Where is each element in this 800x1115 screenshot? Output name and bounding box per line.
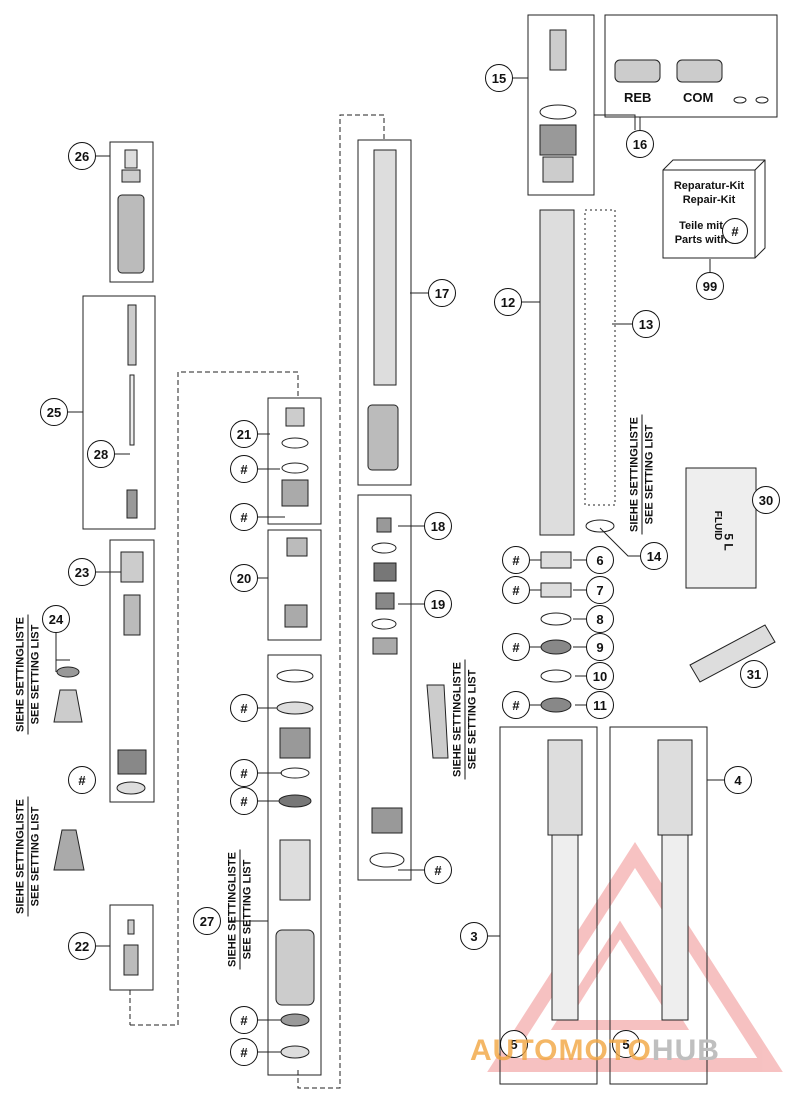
callout-3[interactable]: 3 (460, 922, 488, 950)
frame-25 (82, 295, 156, 530)
callout-21[interactable]: 21 (230, 420, 258, 448)
callout-28[interactable]: 28 (87, 440, 115, 468)
callout-12[interactable]: 12 (494, 288, 522, 316)
frame-23 (109, 539, 155, 803)
callout-hash-27b[interactable]: # (230, 759, 258, 787)
watermark-text: AUTOMOTOHUB (470, 1034, 720, 1068)
callout-6[interactable]: 6 (586, 546, 614, 574)
frame-3 (499, 726, 598, 1085)
callout-18[interactable]: 18 (424, 512, 452, 540)
see-label: SEE SETTING LIST (466, 669, 479, 770)
callout-17[interactable]: 17 (428, 279, 456, 307)
siehe-label: SIEHE SETTINGLISTE (13, 796, 29, 917)
setting-list-label-24: SIEHE SETTINGLISTE SEE SETTING LIST (13, 614, 43, 735)
callout-10[interactable]: 10 (586, 662, 614, 690)
frame-19 (357, 494, 412, 881)
kit-hash-badge: # (722, 218, 748, 244)
callout-8[interactable]: 8 (586, 605, 614, 633)
callout-20[interactable]: 20 (230, 564, 258, 592)
kit-line-4: Parts with (674, 234, 728, 246)
callout-hash-27e[interactable]: # (230, 1038, 258, 1066)
frame-27 (267, 654, 322, 1076)
callout-5a[interactable]: 5 (500, 1030, 528, 1058)
frame-26 (109, 141, 154, 283)
frame-21 (267, 397, 322, 525)
frame-15 (527, 14, 595, 196)
reb-label: REB (624, 90, 652, 105)
callout-hash-11[interactable]: # (502, 691, 530, 719)
setting-list-label-22: SIEHE SETTINGLISTE SEE SETTING LIST (13, 796, 43, 917)
callout-16[interactable]: 16 (626, 130, 654, 158)
callout-15[interactable]: 15 (485, 64, 513, 92)
frame-4 (609, 726, 708, 1085)
callout-31[interactable]: 31 (740, 660, 768, 688)
callout-13[interactable]: 13 (632, 310, 660, 338)
siehe-label: SIEHE SETTINGLISTE (627, 414, 643, 535)
callout-hash-19[interactable]: # (424, 856, 452, 884)
callout-4[interactable]: 4 (724, 766, 752, 794)
watermark-part-1: AUTOMOTO (470, 1034, 652, 1067)
watermark-part-2: HUB (651, 1034, 720, 1067)
kit-line-1: Reparatur-Kit (673, 180, 745, 192)
callout-hash-27c[interactable]: # (230, 787, 258, 815)
frame-16 (604, 14, 778, 118)
callout-11[interactable]: 11 (586, 691, 614, 719)
frame-17 (357, 139, 412, 486)
callout-25[interactable]: 25 (40, 398, 68, 426)
see-label: SEE SETTING LIST (643, 424, 656, 525)
callout-7[interactable]: 7 (586, 576, 614, 604)
callout-22[interactable]: 22 (68, 932, 96, 960)
siehe-label: SIEHE SETTINGLISTE (13, 614, 29, 735)
callout-hash-27d[interactable]: # (230, 1006, 258, 1034)
dashed-connector (130, 114, 385, 1089)
frame-22 (109, 904, 154, 991)
siehe-label: SIEHE SETTINGLISTE (225, 849, 241, 970)
setting-list-label-14: SIEHE SETTINGLISTE SEE SETTING LIST (627, 414, 657, 535)
fluid-can-text-2: 5 L (721, 533, 736, 551)
repair-kit-label: Reparatur-Kit Repair-Kit Teile mit Parts… (663, 160, 755, 258)
callout-14[interactable]: 14 (640, 542, 668, 570)
kit-line-2: Repair-Kit (682, 194, 736, 206)
frame-20 (267, 529, 322, 641)
callout-23[interactable]: 23 (68, 558, 96, 586)
callout-24[interactable]: 24 (42, 605, 70, 633)
see-label: SEE SETTING LIST (241, 859, 254, 960)
callout-hash-6[interactable]: # (502, 546, 530, 574)
see-label: SEE SETTING LIST (29, 806, 42, 907)
callout-hash-27a[interactable]: # (230, 694, 258, 722)
callout-99[interactable]: 99 (696, 272, 724, 300)
callout-19[interactable]: 19 (424, 590, 452, 618)
callout-26[interactable]: 26 (68, 142, 96, 170)
callout-27[interactable]: 27 (193, 907, 221, 935)
callout-hash-7[interactable]: # (502, 576, 530, 604)
callout-5b[interactable]: 5 (612, 1030, 640, 1058)
callout-hash-21b[interactable]: # (230, 503, 258, 531)
callout-hash-9[interactable]: # (502, 633, 530, 661)
callout-hash-23[interactable]: # (68, 766, 96, 794)
callout-hash-21a[interactable]: # (230, 455, 258, 483)
setting-list-label-27: SIEHE SETTINGLISTE SEE SETTING LIST (225, 849, 255, 970)
siehe-label: SIEHE SETTINGLISTE (450, 659, 466, 780)
kit-line-3: Teile mit (679, 220, 723, 232)
callout-9[interactable]: 9 (586, 633, 614, 661)
com-label: COM (683, 90, 714, 105)
see-label: SEE SETTING LIST (29, 624, 42, 725)
setting-list-label-19: SIEHE SETTINGLISTE SEE SETTING LIST (450, 659, 480, 780)
callout-30[interactable]: 30 (752, 486, 780, 514)
